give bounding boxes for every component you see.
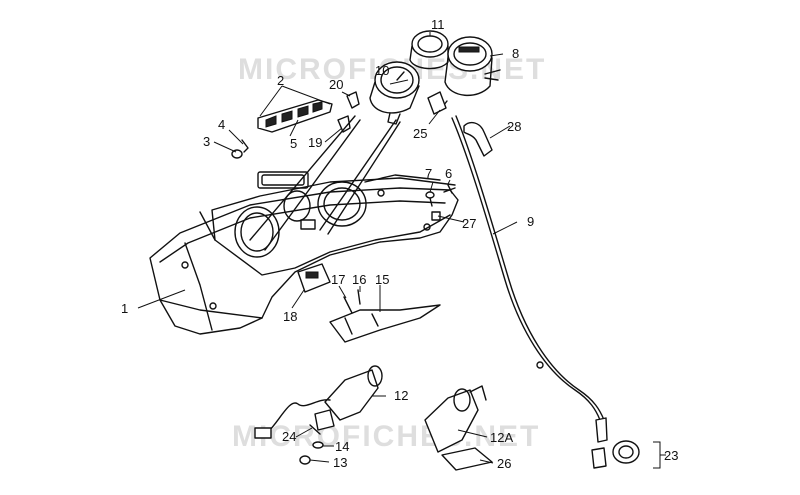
label-7: 7: [425, 166, 432, 181]
rubber-sleeve-28: [463, 121, 493, 157]
label-27: 27: [462, 216, 476, 231]
label-20: 20: [329, 77, 343, 92]
label-15: 15: [375, 272, 389, 287]
rod-1: [249, 115, 356, 241]
rev-counter-10: [369, 61, 420, 125]
label-1: 1: [121, 301, 128, 316]
label-13: 13: [333, 455, 347, 470]
cable-gear-25: [427, 91, 447, 115]
label-19: 19: [308, 135, 322, 150]
screw-6: [443, 184, 456, 194]
washer-14: [312, 441, 324, 449]
label-2: 2: [277, 73, 284, 88]
screw-17: [343, 296, 353, 314]
screw-16: [357, 289, 361, 305]
bulb-4: [241, 139, 249, 153]
mounting-plate-26: [441, 447, 493, 471]
rod-3: [319, 119, 397, 231]
label-9: 9: [527, 214, 534, 229]
label-18: 18: [283, 309, 297, 324]
speedometer-cable-9: [451, 115, 608, 469]
switch-18: [297, 263, 331, 293]
screw-13: [299, 455, 311, 465]
label-5: 5: [290, 136, 297, 151]
label-11: 11: [431, 17, 445, 32]
cable-24: [309, 424, 321, 435]
label-14: 14: [335, 439, 349, 454]
leader-lines: [137, 32, 666, 469]
label-26: 26: [497, 456, 511, 471]
label-6: 6: [445, 166, 452, 181]
gear-ring-23: [612, 440, 640, 464]
warning-light-holder-2: [257, 99, 333, 133]
label-12: 12: [394, 388, 408, 403]
rod-2: [264, 119, 361, 251]
label-12A: 12A: [490, 430, 513, 445]
socket-3: [231, 149, 243, 159]
bulb-holder-20: [346, 91, 360, 109]
label-10: 10: [375, 63, 389, 78]
label-17: 17: [331, 272, 345, 287]
ignition-switch-12: [254, 365, 383, 439]
watermark-bottom: MICROFICHES.NET: [232, 420, 540, 453]
clip-27: [431, 211, 441, 221]
label-28: 28: [507, 119, 521, 134]
label-8: 8: [512, 46, 519, 61]
label-24: 24: [282, 429, 296, 444]
callout-labels: 1 2 3 4 5 6 7 8 9 10 11 12 12A 13 14 15 …: [121, 17, 678, 471]
label-16: 16: [352, 272, 366, 287]
label-3: 3: [203, 134, 210, 149]
label-23: 23: [664, 448, 678, 463]
speedometer-8: [431, 36, 501, 111]
plate-15: [329, 304, 441, 343]
label-25: 25: [413, 126, 427, 141]
rod-4: [327, 121, 401, 235]
steering-lock-12A: [424, 385, 487, 453]
label-4: 4: [218, 117, 225, 132]
